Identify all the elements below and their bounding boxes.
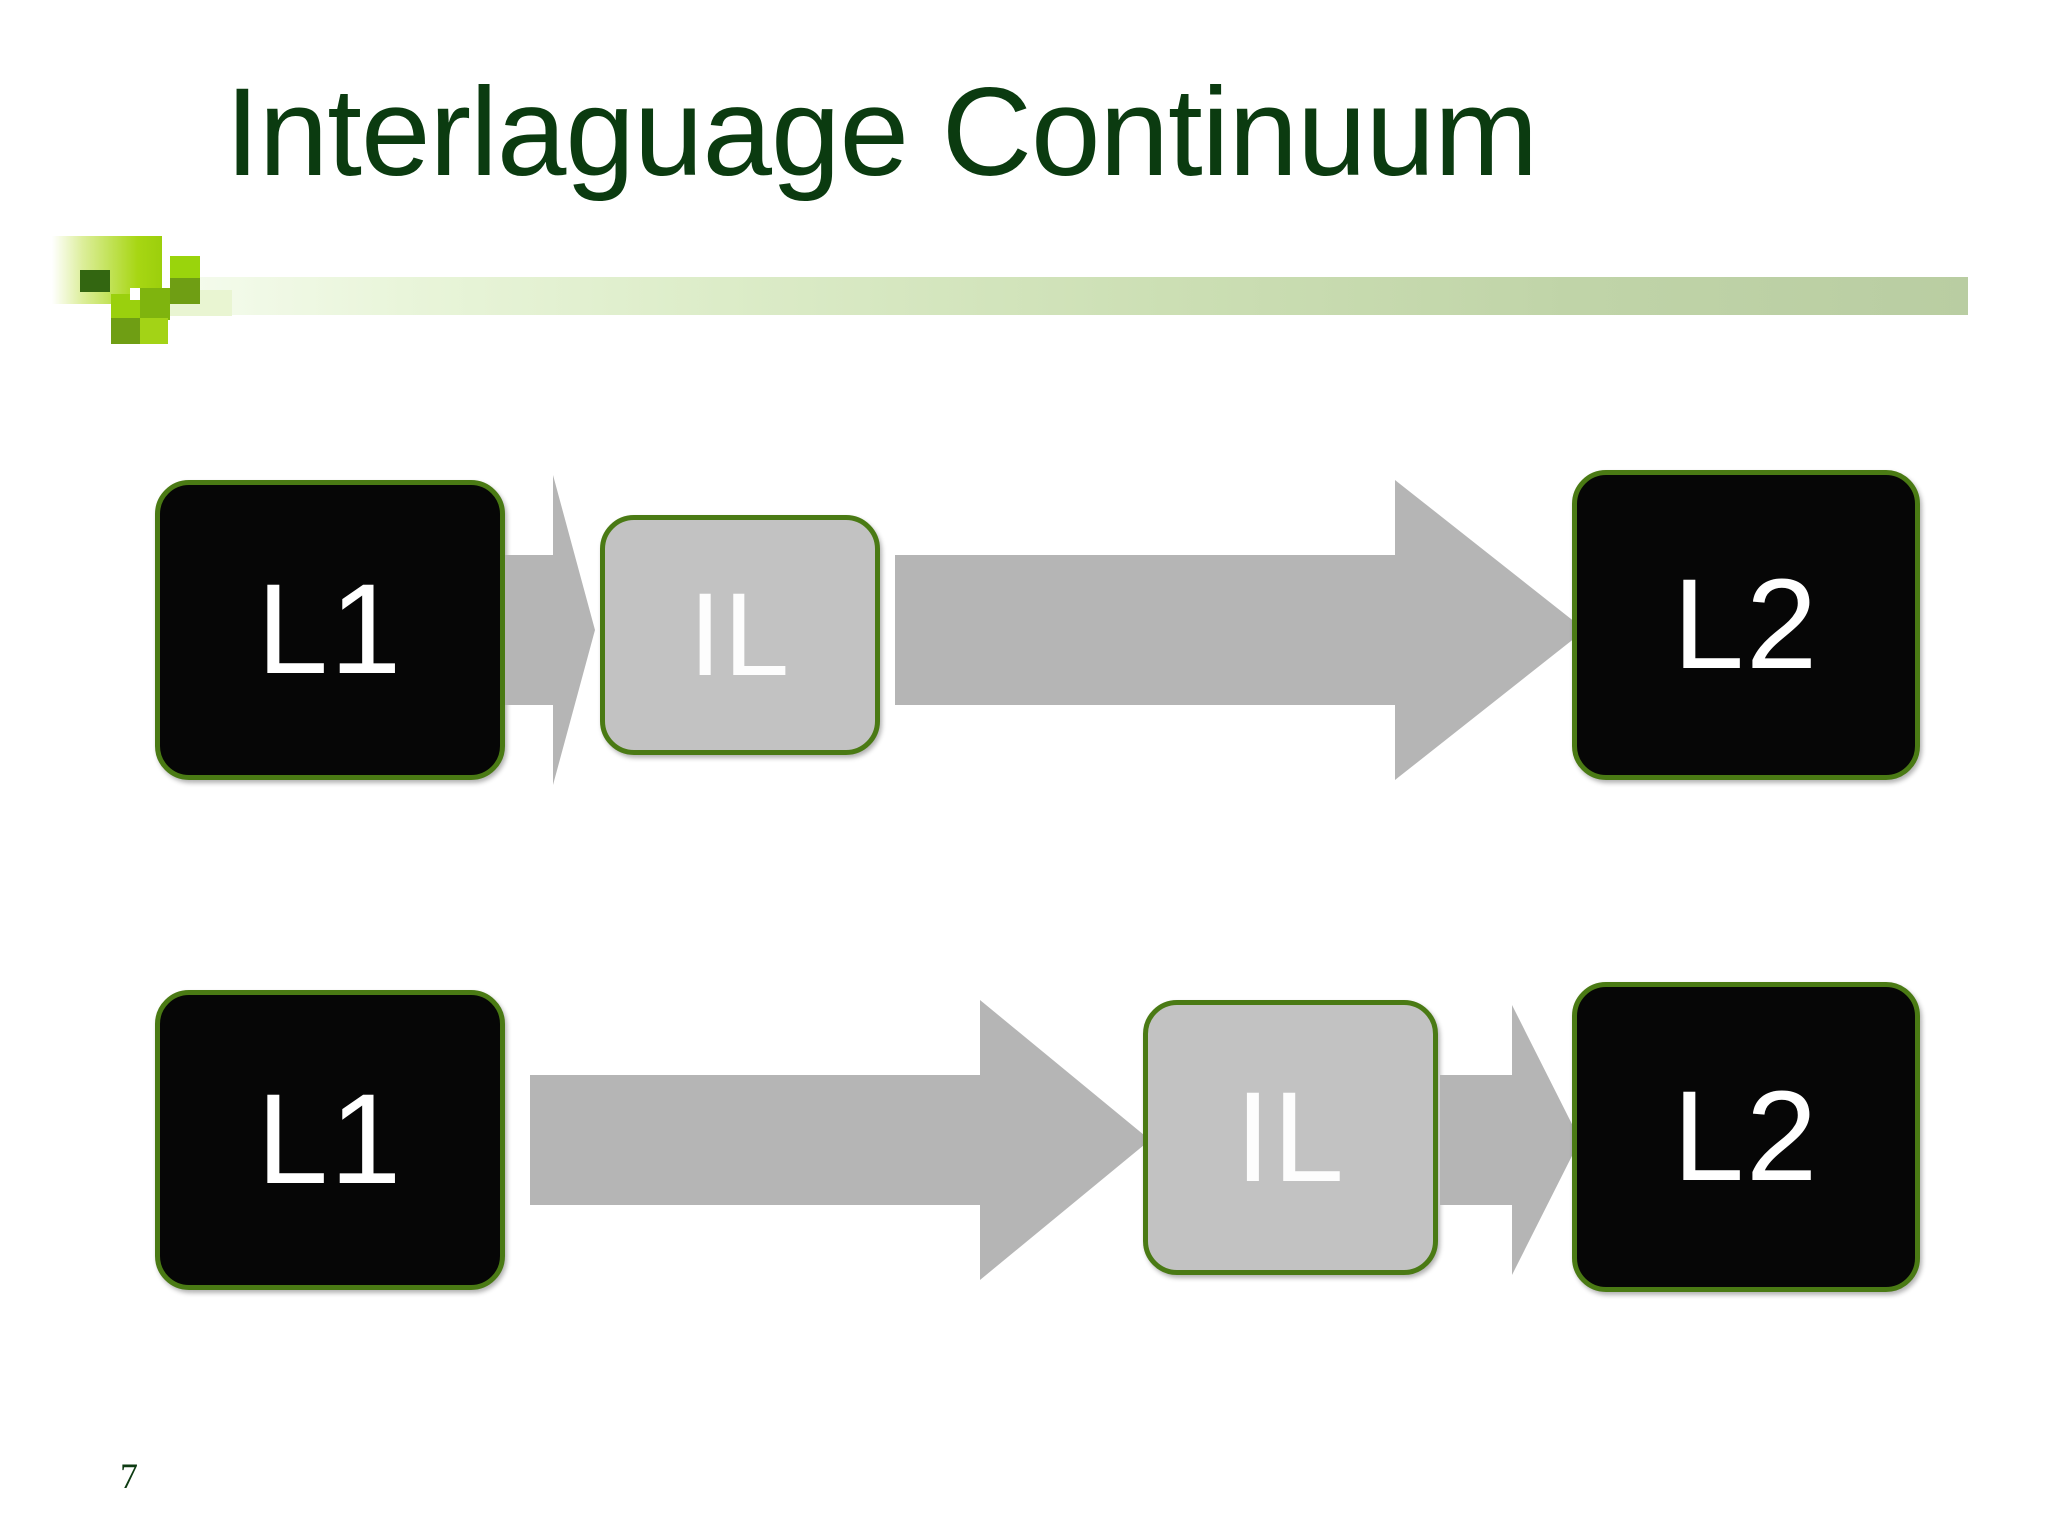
page-title: Interlaguage Continuum bbox=[225, 63, 1538, 202]
node-il-row1[interactable]: IL bbox=[600, 515, 880, 755]
node-label: L1 bbox=[256, 558, 404, 701]
node-l2-row1[interactable]: L2 bbox=[1572, 470, 1920, 780]
logo-square-mid-2 bbox=[140, 288, 170, 320]
node-label: L2 bbox=[1672, 553, 1820, 696]
node-label: L1 bbox=[256, 1068, 404, 1211]
node-l1-row1[interactable]: L1 bbox=[155, 480, 505, 780]
arrow-l1-to-il-row1 bbox=[505, 475, 595, 785]
node-l2-row2[interactable]: L2 bbox=[1572, 982, 1920, 1292]
logo-square-bottom-left bbox=[111, 318, 141, 344]
decorative-pixel-logo-icon bbox=[42, 228, 232, 346]
logo-square-highlight bbox=[130, 288, 140, 300]
node-label: L2 bbox=[1672, 1065, 1820, 1208]
logo-square-dark bbox=[80, 270, 110, 292]
diagram-row-2: L1 IL L2 bbox=[0, 982, 2048, 1390]
diagram-row-1: L1 IL L2 bbox=[0, 440, 2048, 840]
arrow-il-to-l2-row2 bbox=[1440, 1005, 1580, 1275]
arrow-il-to-l2-row1 bbox=[895, 480, 1585, 780]
node-label: IL bbox=[1235, 1065, 1346, 1209]
node-il-row2[interactable]: IL bbox=[1143, 1000, 1438, 1275]
header-divider-bar bbox=[190, 277, 1968, 315]
node-label: IL bbox=[688, 569, 792, 701]
node-l1-row2[interactable]: L1 bbox=[155, 990, 505, 1290]
arrow-l1-to-il-row2 bbox=[530, 1000, 1150, 1280]
logo-square-bottom-right bbox=[140, 318, 168, 344]
logo-square-right-bot bbox=[170, 278, 200, 304]
page-number: 7 bbox=[120, 1456, 138, 1496]
